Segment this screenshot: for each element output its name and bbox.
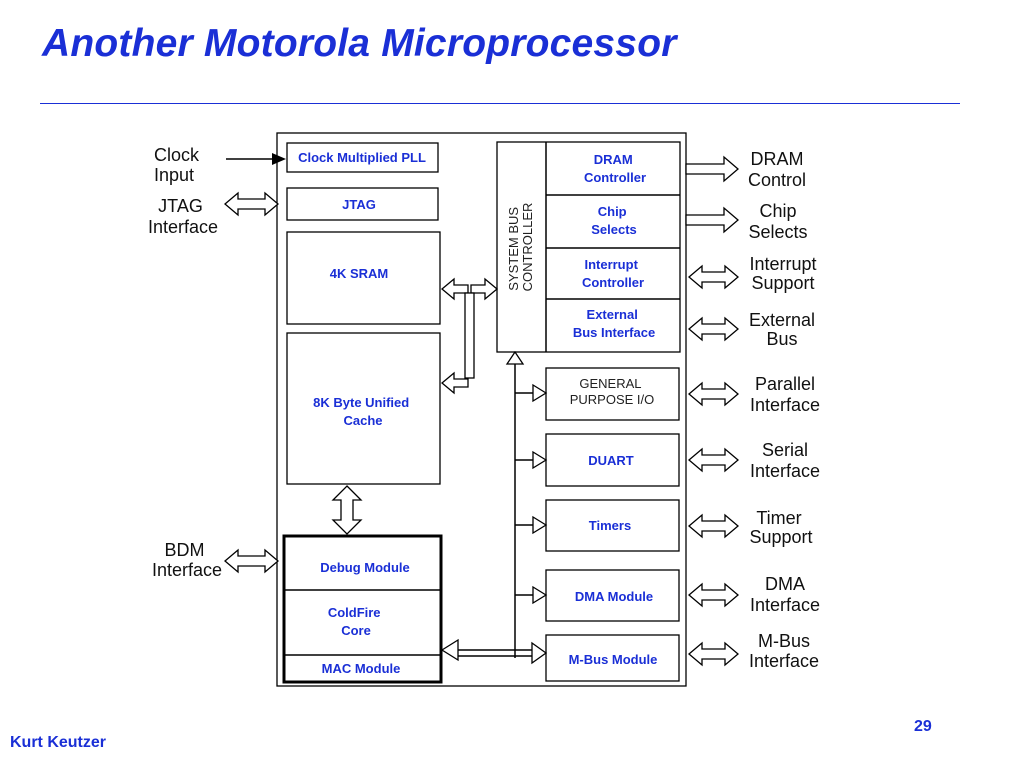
gpio-block [545, 367, 680, 421]
sram-label: 4K SRAM [330, 266, 389, 281]
core-bus-arrow-right [531, 641, 548, 665]
pll-block [286, 142, 439, 173]
jtag-block-label: JTAG [342, 197, 376, 212]
chip-selects-block-label: Chip Selects [591, 204, 637, 237]
mbus-module-label: M-Bus Module [569, 652, 658, 667]
clock-input-label: Clock Input [154, 145, 204, 185]
jtag-block [286, 187, 439, 221]
sram-block [286, 231, 441, 325]
clock-input-arrowhead [272, 153, 286, 165]
cache-block [286, 332, 441, 485]
slide-title: Another Motorola Microprocessor [42, 22, 677, 65]
external-bus-interface-label: External Bus Interface [573, 307, 655, 340]
jtag-interface-arrow [223, 191, 280, 217]
pll-label: Clock Multiplied PLL [298, 150, 426, 165]
author-name: Kurt Keutzer [10, 734, 107, 751]
interrupt-controller-label: Interrupt Controller [582, 257, 644, 290]
dma-block [545, 569, 680, 622]
timers-label: Timers [589, 518, 631, 533]
peripheral-bus-taps [515, 383, 548, 605]
core-bus-arrow-left [440, 638, 459, 662]
title-divider [40, 103, 960, 104]
right-interface-arrows [685, 155, 740, 667]
jtag-interface-label: JTAG Interface [148, 196, 218, 237]
debug-module-label: Debug Module [320, 560, 410, 575]
timers-block [545, 499, 680, 552]
mac-module-label: MAC Module [322, 661, 401, 676]
core-group-block [282, 534, 443, 684]
page-number: 29 [914, 718, 932, 735]
memory-bus-connector [440, 277, 499, 395]
bdm-interface-label: BDM Interface [152, 540, 222, 580]
duart-label: DUART [588, 453, 634, 468]
system-bus-controller-block [496, 141, 681, 353]
dma-module-label: DMA Module [575, 589, 653, 604]
spine-top-arrowhead [505, 350, 525, 365]
mbus-block [545, 634, 680, 682]
cache-label: 8K Byte Unified Cache [313, 395, 413, 428]
gpio-label: GENERAL PURPOSE I/O [570, 376, 655, 407]
coldfire-core-label: ColdFire Core [328, 605, 384, 638]
duart-block [545, 433, 680, 487]
bdm-interface-arrow [223, 548, 280, 574]
cache-core-double-arrow [331, 485, 363, 535]
system-bus-controller-label: SYSTEM BUS CONTROLLER [506, 203, 535, 292]
dram-controller-label: DRAM Controller [584, 152, 646, 185]
